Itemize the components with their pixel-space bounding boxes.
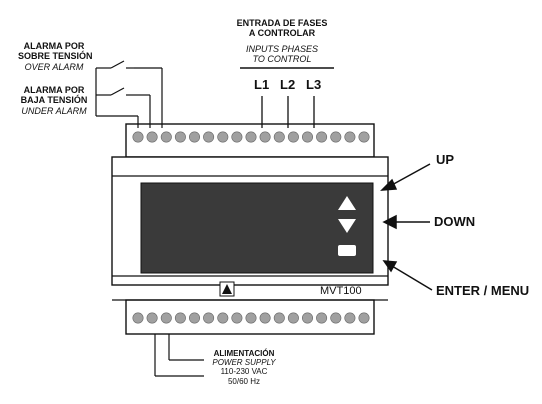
terminal-screw-icon: [160, 131, 172, 143]
terminal-screw-icon: [344, 131, 356, 143]
down-label: DOWN: [434, 214, 476, 229]
top-terminal-row: [132, 131, 370, 143]
over-alarm-line1: ALARMA POR: [23, 41, 85, 51]
terminal-screw-icon: [217, 312, 229, 324]
inputs-subtitle-line2: TO CONTROL: [252, 54, 312, 65]
power-supply-wiring: [154, 334, 204, 377]
under-alarm-line2: BAJA TENSIÓN: [20, 95, 88, 106]
power-frequency: 50/60 Hz: [227, 376, 261, 386]
terminal-screw-icon: [273, 312, 285, 324]
under-alarm-en: UNDER ALARM: [21, 106, 87, 116]
enter-button-icon[interactable]: [338, 245, 356, 256]
power-voltage: 110-230 VAC: [220, 367, 268, 377]
terminal-screw-icon: [330, 312, 342, 324]
terminal-screw-icon: [245, 131, 257, 143]
terminal-screw-icon: [287, 131, 299, 143]
inputs-subtitle: INPUTS PHASES TO CONTROL: [218, 44, 346, 65]
terminal-screw-icon: [301, 131, 313, 143]
terminal-screw-icon: [146, 131, 158, 143]
power-label: ALIMENTACIÓN POWER SUPPLY 110-230 VAC 50…: [204, 349, 284, 386]
enter-menu-label: ENTER / MENU: [436, 283, 530, 298]
arrows: [380, 163, 433, 291]
up-button-icon[interactable]: [338, 196, 356, 210]
under-alarm-line1: ALARMA POR: [23, 85, 85, 95]
terminal-screw-icon: [316, 312, 328, 324]
inputs-title: ENTRADA DE FASES A CONTROLAR: [218, 18, 346, 39]
terminal-screw-icon: [301, 312, 313, 324]
terminal-screw-icon: [146, 312, 158, 324]
terminal-screw-icon: [203, 131, 215, 143]
alarm-relay-wiring: [95, 60, 163, 128]
terminal-screw-icon: [231, 312, 243, 324]
display-panel: [140, 182, 374, 274]
terminal-screw-icon: [132, 312, 144, 324]
phase-label-l2: L2: [280, 77, 296, 92]
brand-logo-icon: [219, 281, 235, 297]
terminal-screw-icon: [189, 131, 201, 143]
terminal-screw-icon: [344, 312, 356, 324]
terminal-screw-icon: [259, 131, 271, 143]
over-alarm-en: OVER ALARM: [24, 62, 84, 72]
terminal-screw-icon: [174, 131, 186, 143]
terminal-screw-icon: [316, 131, 328, 143]
terminal-screw-icon: [174, 312, 186, 324]
down-button-icon[interactable]: [338, 219, 356, 233]
power-subtitle: POWER SUPPLY: [212, 358, 276, 368]
model-label: MVT100: [320, 285, 362, 297]
phase-label-l1: L1: [254, 77, 270, 92]
terminal-screw-icon: [287, 312, 299, 324]
terminal-screw-icon: [231, 131, 243, 143]
up-label: UP: [436, 152, 455, 167]
terminal-screw-icon: [203, 312, 215, 324]
inputs-subtitle-line1: INPUTS PHASES: [245, 44, 319, 54]
inputs-title-line2: A CONTROLAR: [248, 28, 316, 39]
over-alarm-label: ALARMA POR SOBRE TENSIÓN: [18, 41, 93, 62]
terminal-screw-icon: [189, 312, 201, 324]
terminal-screw-icon: [132, 131, 144, 143]
terminal-screw-icon: [358, 312, 370, 324]
under-alarm-label: ALARMA POR BAJA TENSIÓN: [18, 85, 90, 106]
inputs-title-line1: ENTRADA DE FASES: [236, 18, 328, 28]
over-alarm-line2: SOBRE TENSIÓN: [18, 51, 93, 62]
phase-label-l3: L3: [306, 77, 322, 92]
terminal-screw-icon: [160, 312, 172, 324]
terminal-screw-icon: [273, 131, 285, 143]
terminal-screw-icon: [259, 312, 271, 324]
power-title: ALIMENTACIÓN: [213, 349, 275, 358]
terminal-screw-icon: [358, 131, 370, 143]
terminal-screw-icon: [245, 312, 257, 324]
terminal-screw-icon: [330, 131, 342, 143]
bottom-terminal-row: [132, 312, 370, 324]
terminal-screw-icon: [217, 131, 229, 143]
